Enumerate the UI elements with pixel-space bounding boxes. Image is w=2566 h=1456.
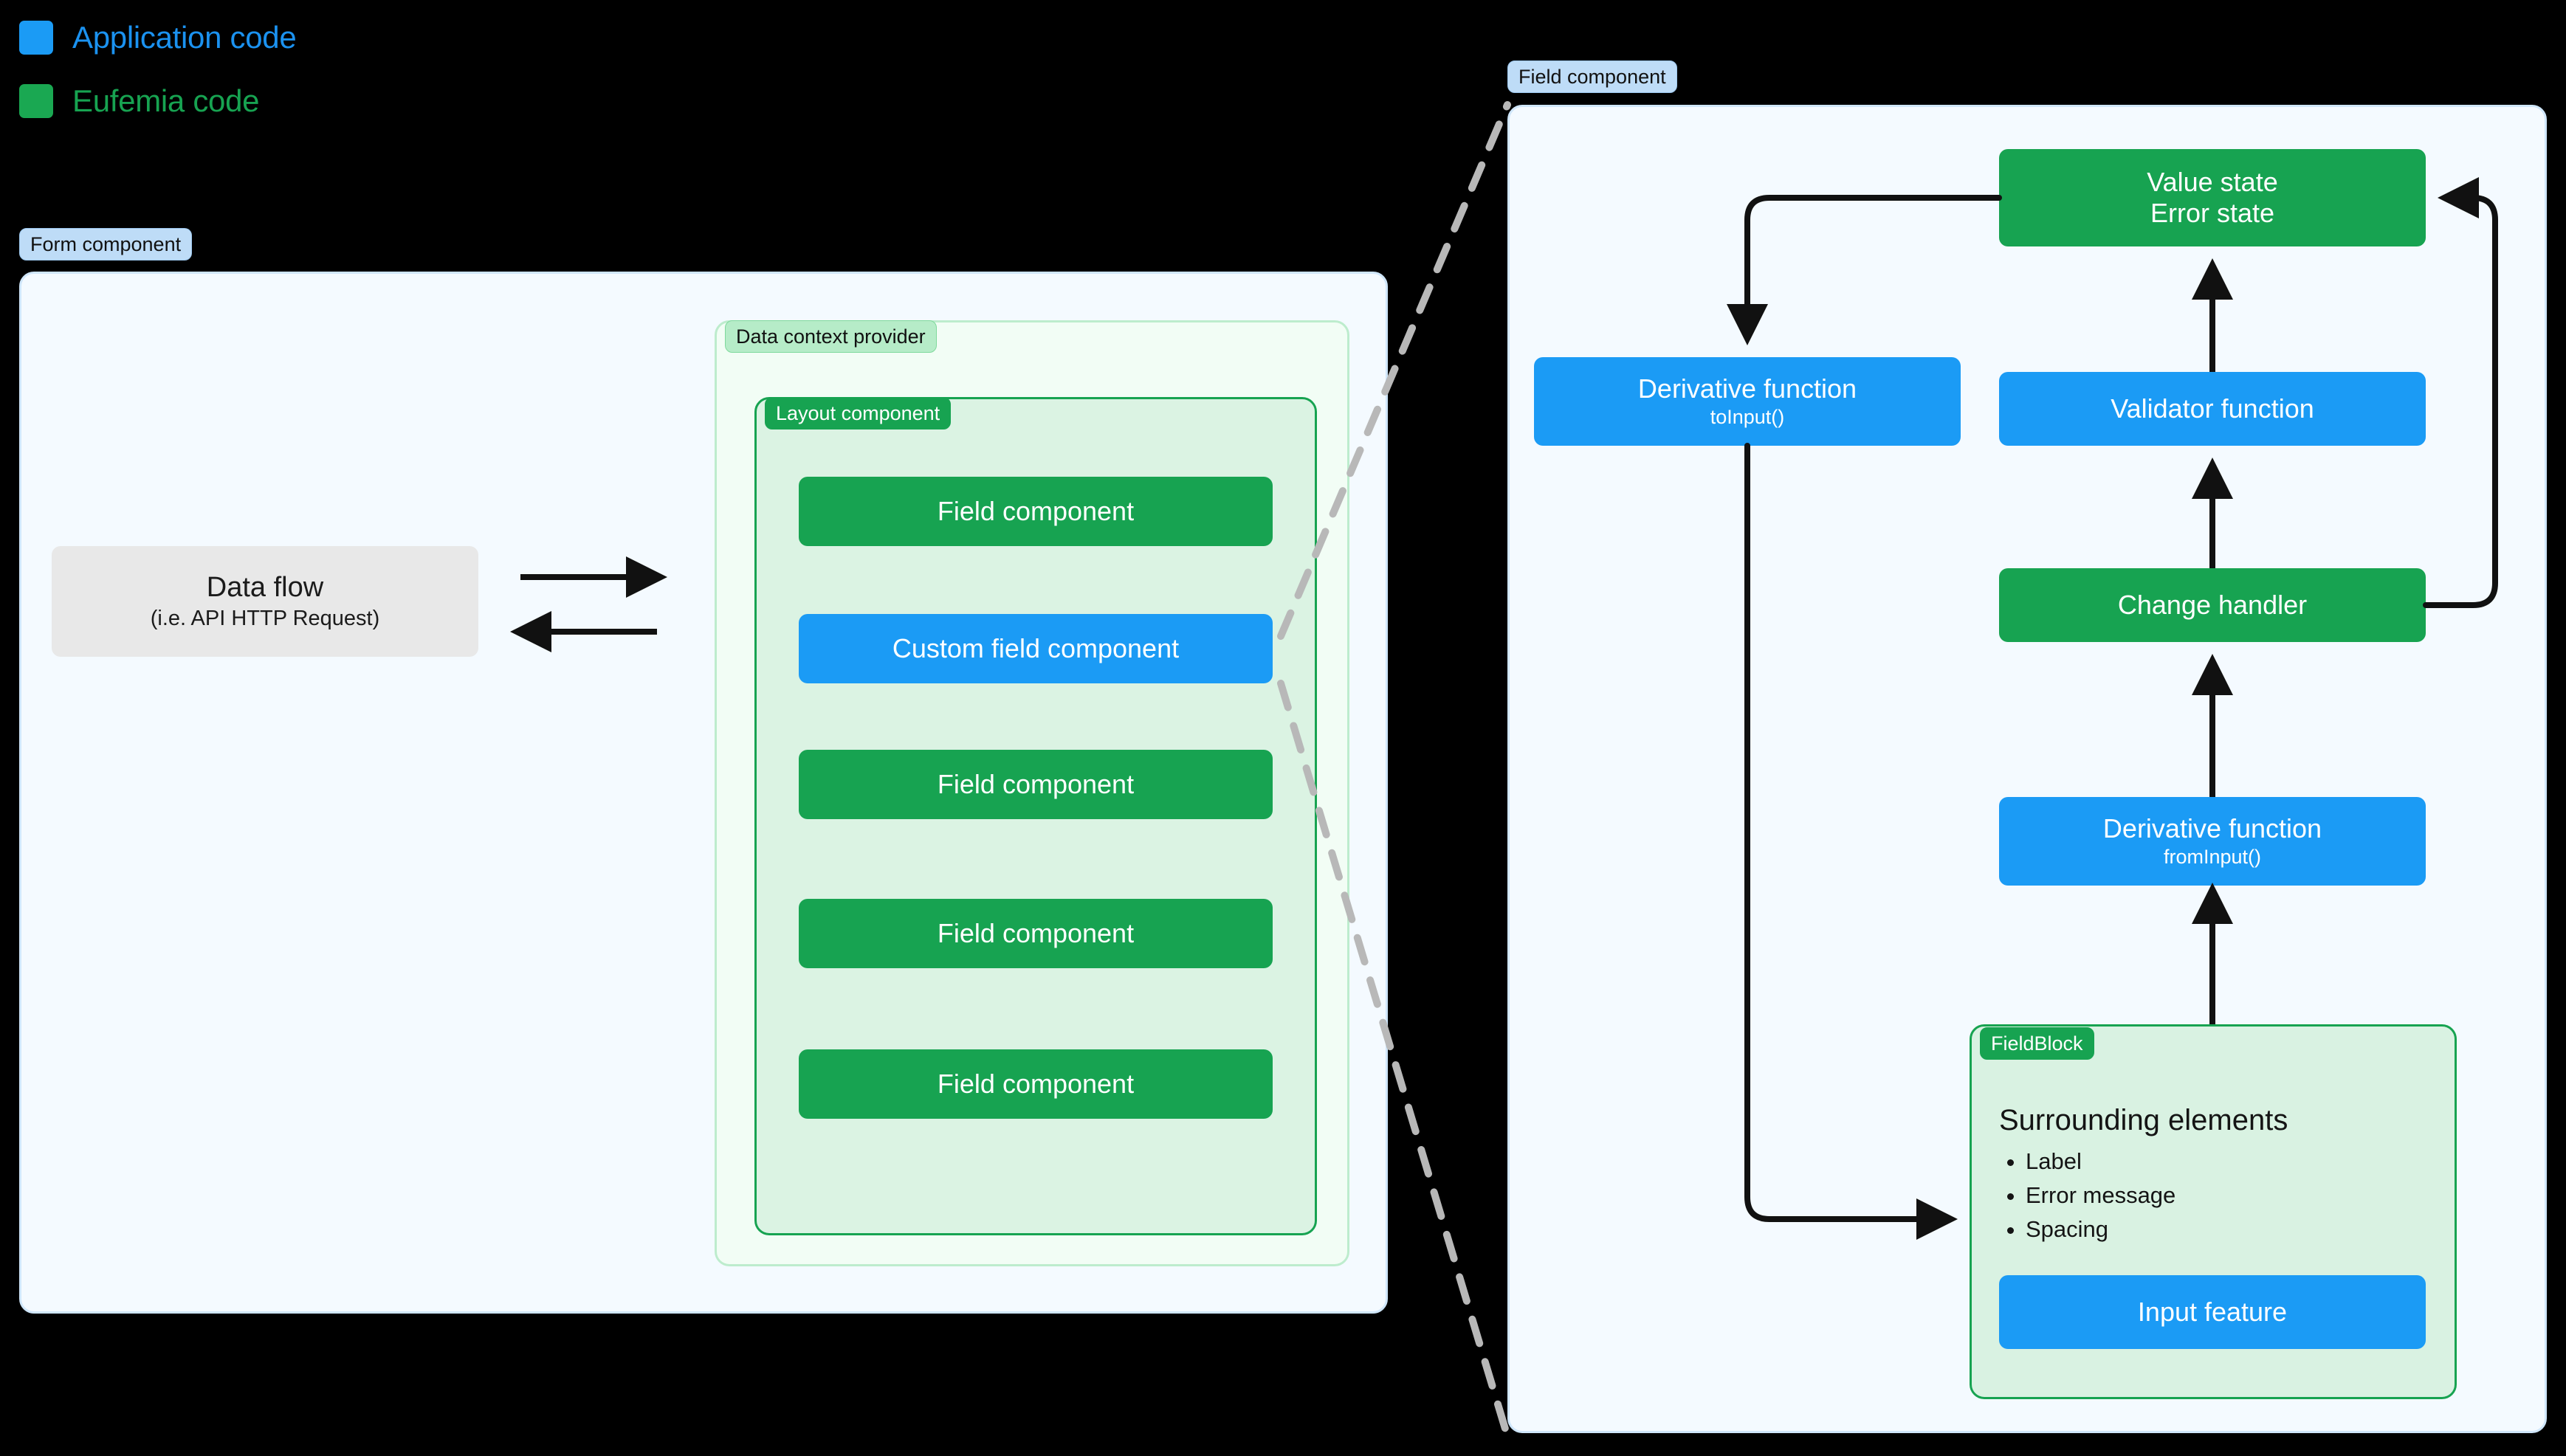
change-handler-box: Change handler xyxy=(1999,568,2426,642)
field-component-box-3: Field component xyxy=(799,899,1273,968)
surrounding-elements-heading: Surrounding elements xyxy=(1999,1104,2288,1136)
legend-item-application-code: Application code xyxy=(19,15,297,61)
field-component-label-3: Field component xyxy=(937,917,1135,948)
derivative-function-to-input-box: Derivative function toInput() xyxy=(1534,357,1961,446)
validator-function-box: Validator function xyxy=(1999,372,2426,446)
data-flow-box: Data flow (i.e. API HTTP Request) xyxy=(52,546,478,657)
list-item: Error message xyxy=(2026,1179,2439,1212)
badge-field-component: Field component xyxy=(1507,61,1677,93)
eufemia-code-swatch-icon xyxy=(19,84,53,118)
derivative-to-input-title: Derivative function xyxy=(1637,373,1857,404)
application-code-swatch-icon xyxy=(19,21,53,55)
badge-data-context-provider: Data context provider xyxy=(725,320,937,353)
badge-form-component: Form component xyxy=(19,228,193,261)
custom-field-component-label: Custom field component xyxy=(892,632,1180,663)
legend-label-eufemia-code: Eufemia code xyxy=(72,83,260,118)
list-item: Label xyxy=(2026,1145,2439,1178)
field-component-label-2: Field component xyxy=(937,768,1135,799)
input-feature-box: Input feature xyxy=(1999,1275,2426,1349)
field-component-label-1: Field component xyxy=(937,495,1135,526)
validator-function-label: Validator function xyxy=(2111,393,2314,424)
data-flow-title: Data flow xyxy=(206,572,324,604)
list-item: Spacing xyxy=(2026,1213,2439,1246)
field-component-box-4: Field component xyxy=(799,1049,1273,1119)
surrounding-elements-list: Label Error message Spacing xyxy=(1999,1145,2439,1247)
field-component-box-2: Field component xyxy=(799,750,1273,819)
legend-item-eufemia-code: Eufemia code xyxy=(19,78,296,124)
field-component-box-1: Field component xyxy=(799,477,1273,546)
badge-layout-component: Layout component xyxy=(765,397,952,429)
derivative-to-input-subtitle: toInput() xyxy=(1710,406,1785,429)
error-state-label: Error state xyxy=(2150,198,2275,228)
value-error-state-box: Value state Error state xyxy=(1999,149,2426,246)
derivative-from-input-title: Derivative function xyxy=(2102,812,2322,843)
badge-field-block: FieldBlock xyxy=(1980,1027,2094,1060)
derivative-from-input-subtitle: fromInput() xyxy=(2163,846,2262,869)
legend: Application code Eufemia code xyxy=(19,15,297,142)
data-flow-subtitle: (i.e. API HTTP Request) xyxy=(150,607,380,631)
value-state-label: Value state xyxy=(2147,166,2278,197)
field-component-label-4: Field component xyxy=(937,1068,1135,1099)
custom-field-component-box: Custom field component xyxy=(799,614,1273,683)
legend-label-application-code: Application code xyxy=(72,20,297,55)
derivative-function-from-input-box: Derivative function fromInput() xyxy=(1999,797,2426,886)
input-feature-label: Input feature xyxy=(2137,1296,2288,1327)
change-handler-label: Change handler xyxy=(2117,589,2308,620)
